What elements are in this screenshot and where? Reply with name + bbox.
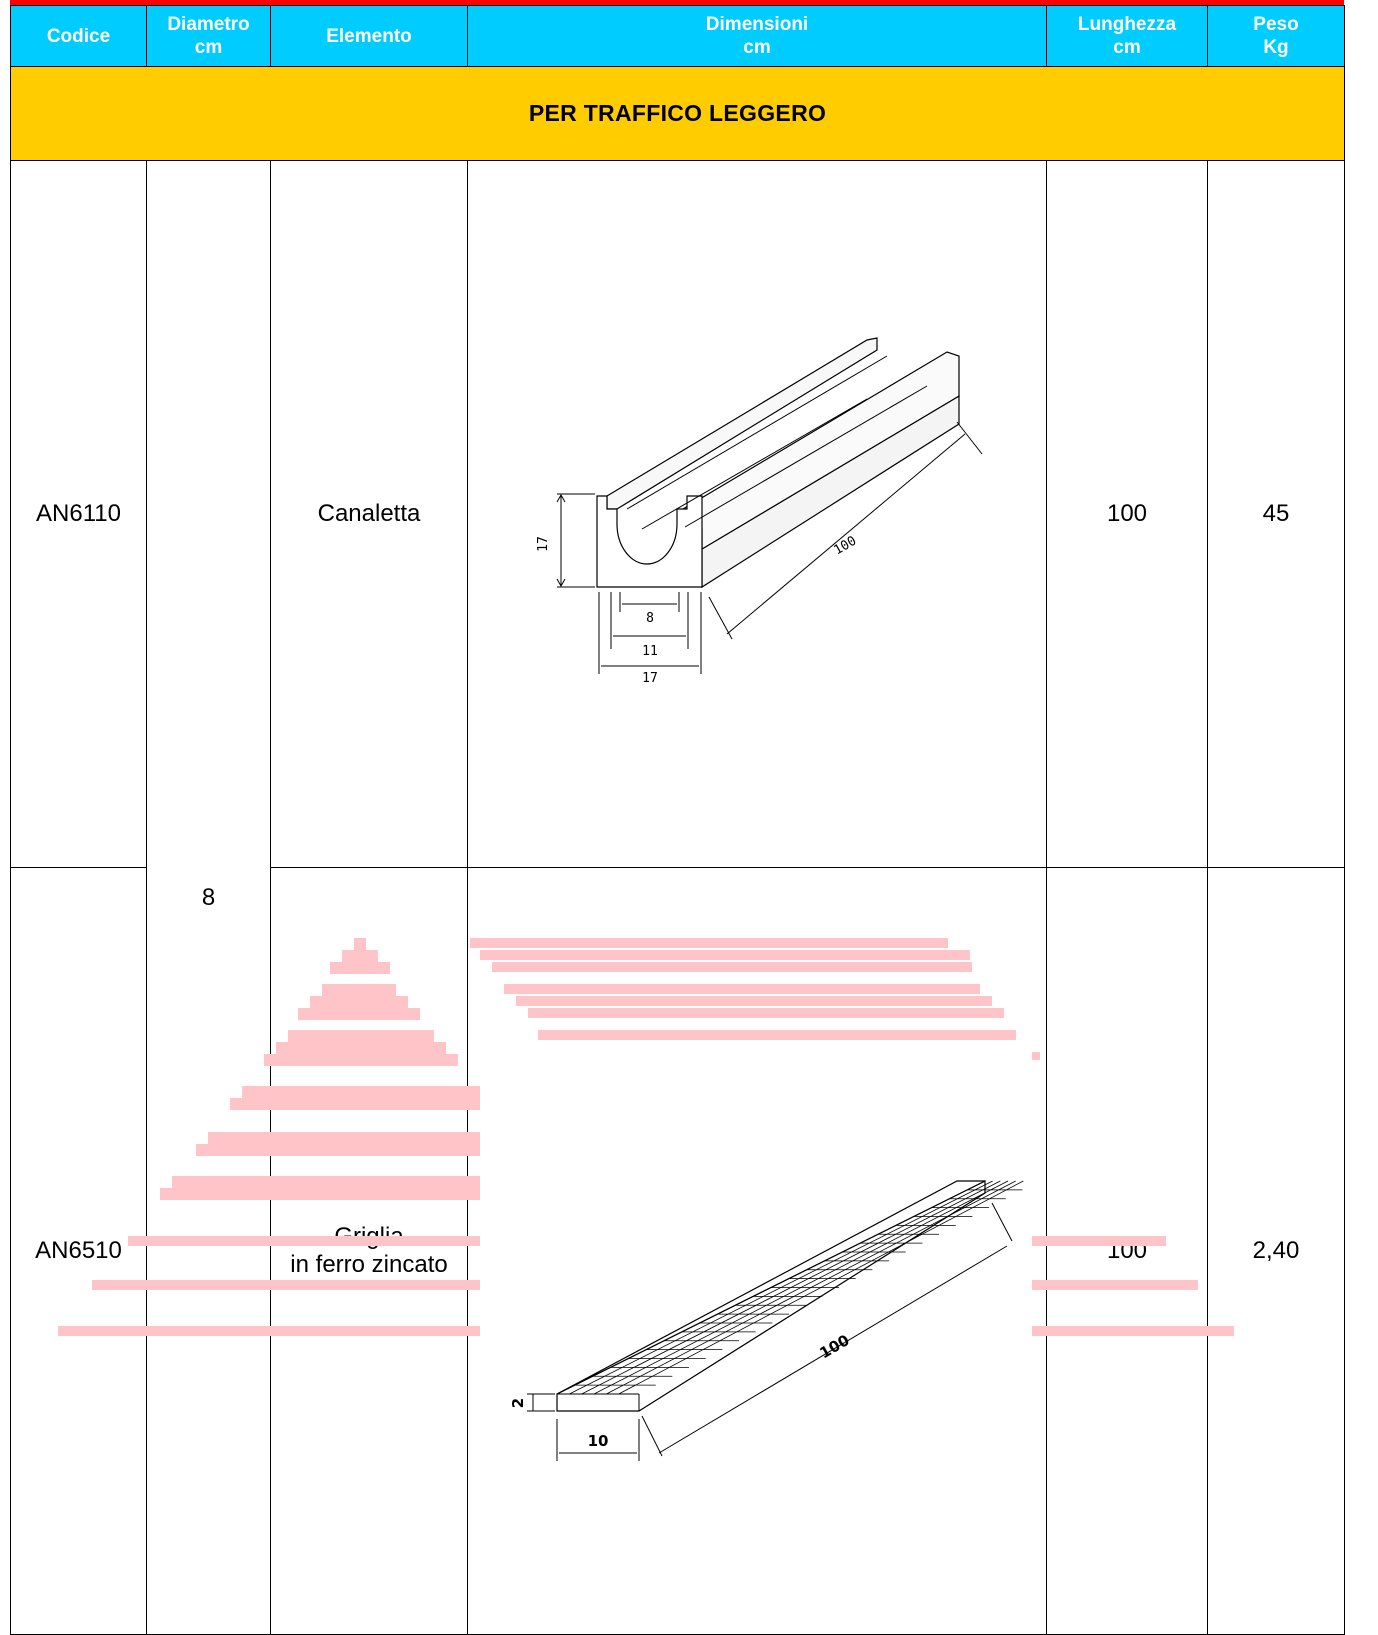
channel-drawing-icon: 17 8 11 17 100	[536, 337, 983, 686]
channel-height-label: 17	[536, 536, 551, 552]
top-red-bar	[10, 0, 1344, 6]
section-title: PER TRAFFICO LEGGERO	[10, 66, 1345, 161]
section-row: PER TRAFFICO LEGGERO	[10, 66, 1345, 161]
length-value: 100	[1046, 160, 1208, 868]
product-code: AN6110	[10, 160, 147, 868]
channel-outer-width-label: 17	[642, 671, 658, 686]
grate-length-label: 100	[816, 1331, 852, 1362]
channel-inner-width-label: 8	[646, 611, 654, 626]
weight-value: 2,40	[1207, 867, 1345, 1635]
grate-width-label: 10	[588, 1432, 609, 1450]
table-row: AN6110 8 Canaletta	[10, 160, 1345, 1635]
channel-mid-width-label: 11	[642, 644, 658, 659]
element-name: Canaletta	[270, 160, 468, 868]
diameter-value: 8	[146, 160, 271, 1635]
grate-height-label: 2	[509, 1398, 527, 1408]
product-code: AN6510	[10, 867, 147, 1635]
header-elemento: Elemento	[270, 5, 468, 67]
dimension-drawing-cell: 2 10 100	[467, 867, 1047, 1635]
length-value: 100	[1046, 867, 1208, 1635]
grate-drawing-icon: 2 10 100	[509, 1180, 1024, 1461]
channel-length-label: 100	[831, 534, 859, 559]
dimension-drawing-cell: 17 8 11 17 100	[467, 160, 1047, 868]
header-codice: Codice	[10, 5, 147, 67]
weight-value: 45	[1207, 160, 1345, 868]
